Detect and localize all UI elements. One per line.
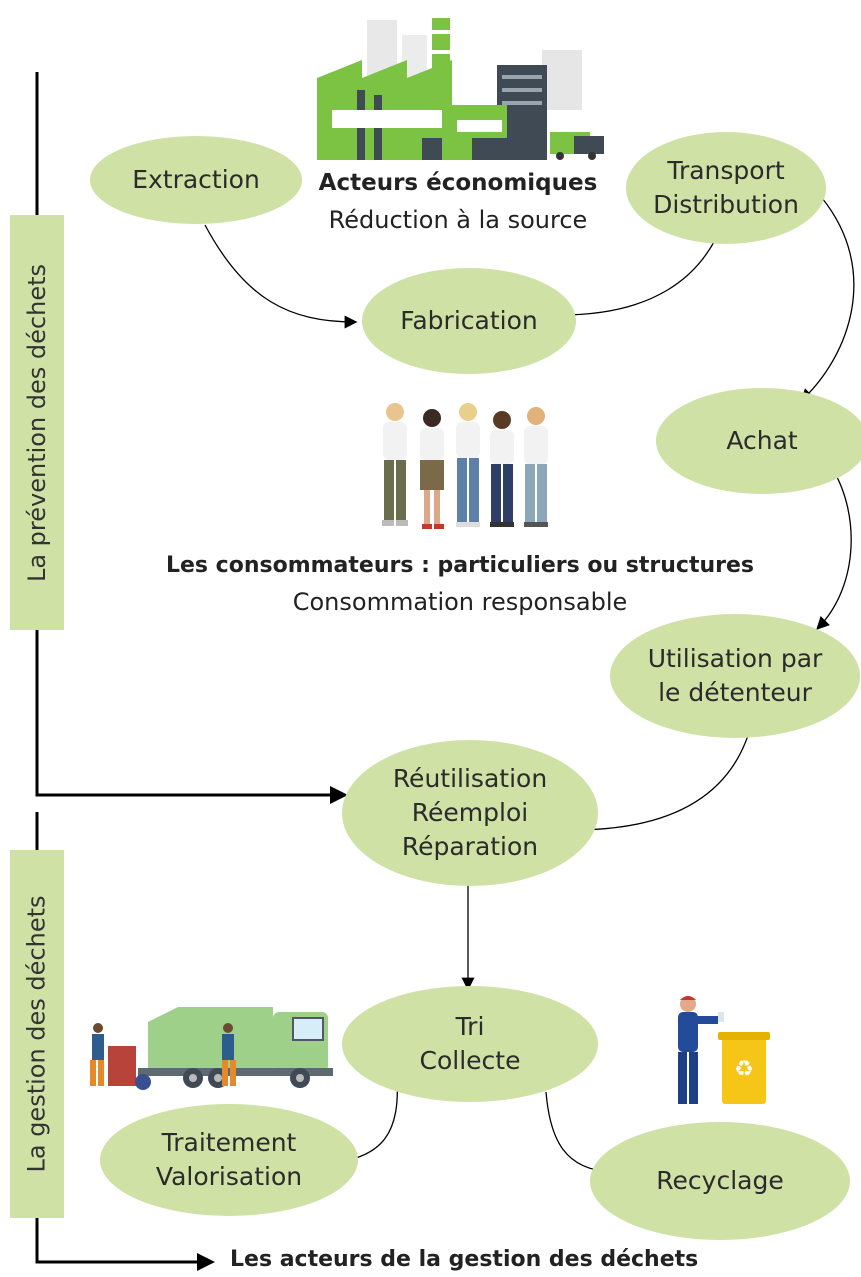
- economic-actors-title: Acteurs économiques: [318, 170, 598, 196]
- node-achat: Achat: [656, 388, 861, 494]
- node-reutilisation-line2: Réemploi: [411, 798, 529, 827]
- node-tri-line1: Tri: [455, 1012, 485, 1041]
- arrow-utilisation-reutilisation: [570, 721, 753, 837]
- recycle-icon: ♻: [734, 1057, 754, 1082]
- node-reutilisation-line3: Réparation: [401, 832, 539, 861]
- band-gestion-label: La gestion des déchets: [23, 895, 51, 1173]
- node-utilisation-line2: le détenteur: [658, 678, 812, 707]
- node-traitement-line1: Traitement: [161, 1128, 297, 1157]
- arrow-extraction-fabrication: [204, 224, 358, 329]
- node-fabrication-label: Fabrication: [400, 306, 538, 335]
- arrow-transport-achat: [800, 197, 855, 402]
- node-recyclage: Recyclage: [590, 1122, 850, 1240]
- node-utilisation-line1: Utilisation par: [647, 644, 823, 673]
- node-extraction-label: Extraction: [132, 165, 260, 194]
- economic-actors-subtitle: Réduction à la source: [328, 206, 588, 234]
- node-extraction: Extraction: [90, 136, 302, 224]
- node-reutilisation-line1: Réutilisation: [392, 764, 548, 793]
- consumers-subtitle: Consommation responsable: [292, 588, 628, 616]
- people-illustration: [382, 403, 548, 529]
- node-transport-line2: Distribution: [653, 190, 799, 219]
- node-transport: Transport Distribution: [626, 132, 826, 244]
- node-achat-label: Achat: [726, 426, 798, 455]
- arrow-fabrication-transport: [559, 222, 725, 316]
- node-traitement: Traitement Valorisation: [100, 1104, 358, 1216]
- garbage-truck-illustration: [90, 1007, 333, 1090]
- node-utilisation: Utilisation par le détenteur: [610, 614, 860, 738]
- recycling-worker-illustration: ♻: [678, 996, 770, 1104]
- waste-actors-title: Les acteurs de la gestion des déchets: [230, 1247, 699, 1272]
- node-transport-line1: Transport: [667, 156, 785, 185]
- band-prevention: La prévention des déchets: [10, 215, 64, 630]
- node-tri: Tri Collecte: [342, 986, 598, 1102]
- arrow-achat-utilisation: [816, 464, 852, 630]
- node-recyclage-label: Recyclage: [656, 1166, 784, 1195]
- node-tri-line2: Collecte: [419, 1046, 521, 1075]
- band-gestion: La gestion des déchets: [10, 850, 64, 1218]
- consumers-title: Les consommateurs : particuliers ou stru…: [165, 553, 755, 578]
- node-fabrication: Fabrication: [362, 268, 576, 374]
- node-traitement-line2: Valorisation: [155, 1162, 303, 1191]
- svg-text:♻: ♻: [734, 1057, 754, 1082]
- band-prevention-label: La prévention des déchets: [23, 263, 52, 582]
- factory-illustration: [317, 18, 604, 160]
- node-reutilisation: Réutilisation Réemploi Réparation: [342, 740, 598, 886]
